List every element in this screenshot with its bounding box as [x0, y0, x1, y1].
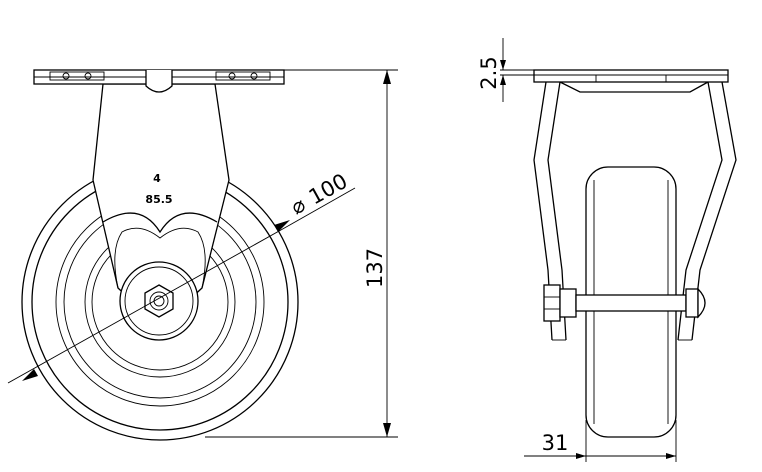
front-label-top: 4	[153, 172, 161, 185]
axle-side	[543, 284, 706, 322]
plate-thickness-value: 2.5	[477, 56, 501, 89]
top-plate-front	[33, 69, 285, 93]
wheel-width-dimension: 31	[524, 420, 677, 462]
front-label-bottom: 85.5	[145, 193, 172, 206]
wheel-width-value: 31	[542, 431, 569, 455]
side-view	[533, 69, 737, 438]
front-view: 4 85.5	[21, 69, 299, 441]
top-plate-side	[533, 69, 729, 93]
hub-front	[119, 261, 199, 341]
height-value: 137	[363, 248, 387, 288]
plate-thickness-dimension: 2.5	[477, 38, 534, 102]
height-dimension: 137	[205, 69, 398, 438]
